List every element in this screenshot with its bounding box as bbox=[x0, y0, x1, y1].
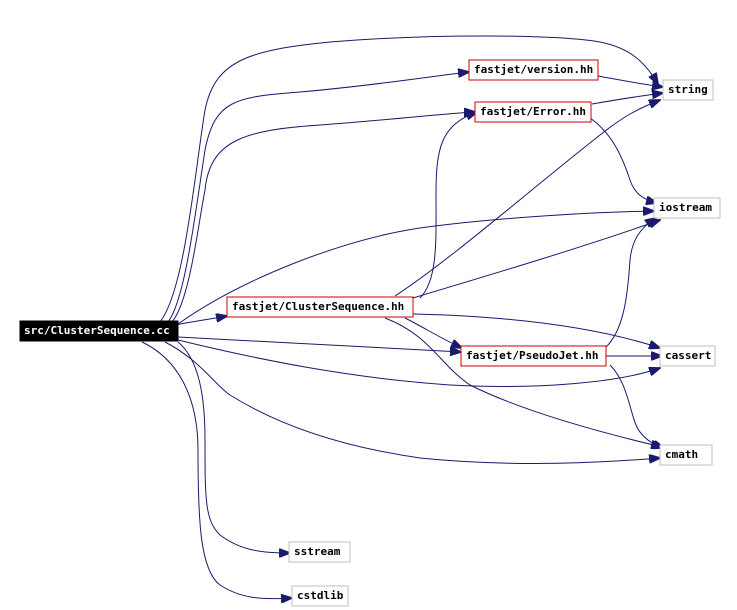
node-root-label: src/ClusterSequence.cc bbox=[24, 324, 170, 337]
node-clustersequence[interactable]: fastjet/ClusterSequence.hh bbox=[226, 296, 414, 318]
node-pseudojet-label: fastjet/PseudoJet.hh bbox=[466, 349, 598, 362]
node-sstream[interactable]: sstream bbox=[288, 541, 351, 563]
edge-root-to-error bbox=[171, 112, 475, 323]
edge-pseudojet-to-cmath bbox=[609, 364, 664, 448]
edge-pseudojet-to-iostream bbox=[604, 218, 656, 349]
edge-version-to-string bbox=[597, 75, 663, 87]
node-cstdlib[interactable]: cstdlib bbox=[291, 585, 349, 607]
node-cmath-label: cmath bbox=[665, 448, 698, 461]
node-iostream[interactable]: iostream bbox=[653, 197, 721, 219]
edges bbox=[141, 35, 664, 599]
edge-root-to-string bbox=[159, 35, 658, 323]
edge-clustersequence-to-error bbox=[419, 112, 477, 299]
node-error-label: fastjet/Error.hh bbox=[480, 105, 586, 118]
edge-root-to-version bbox=[167, 72, 469, 323]
node-string[interactable]: string bbox=[662, 79, 714, 101]
edge-clustersequence-to-pseudojet bbox=[404, 317, 462, 348]
edge-root-to-pseudojet bbox=[177, 336, 461, 352]
edge-root-to-cassert bbox=[177, 339, 660, 387]
edge-error-to-string bbox=[591, 93, 663, 105]
edge-error-to-iostream bbox=[589, 117, 657, 203]
node-root[interactable]: src/ClusterSequence.cc bbox=[19, 320, 179, 342]
edge-root-to-iostream bbox=[177, 211, 654, 325]
edge-root-to-clustersequence bbox=[174, 316, 227, 326]
node-iostream-label: iostream bbox=[659, 201, 712, 214]
node-error[interactable]: fastjet/Error.hh bbox=[474, 101, 592, 123]
node-cstdlib-label: cstdlib bbox=[297, 589, 344, 602]
edge-clustersequence-to-string bbox=[394, 100, 660, 297]
node-version[interactable]: fastjet/version.hh bbox=[468, 59, 599, 81]
edge-clustersequence-to-cassert bbox=[412, 313, 660, 348]
node-version-label: fastjet/version.hh bbox=[474, 63, 593, 76]
edge-root-to-cstdlib bbox=[141, 341, 292, 599]
node-string-label: string bbox=[668, 83, 708, 96]
node-pseudojet[interactable]: fastjet/PseudoJet.hh bbox=[460, 345, 607, 367]
edge-clustersequence-to-iostream bbox=[412, 220, 660, 299]
node-sstream-label: sstream bbox=[294, 545, 341, 558]
edge-root-to-sstream bbox=[177, 341, 290, 553]
node-clustersequence-label: fastjet/ClusterSequence.hh bbox=[232, 300, 404, 313]
node-cmath[interactable]: cmath bbox=[659, 444, 713, 466]
edge-clustersequence-to-cmath bbox=[384, 317, 662, 447]
node-cassert[interactable]: cassert bbox=[659, 345, 716, 367]
node-cassert-label: cassert bbox=[665, 349, 711, 362]
edge-root-to-cmath bbox=[164, 341, 660, 464]
